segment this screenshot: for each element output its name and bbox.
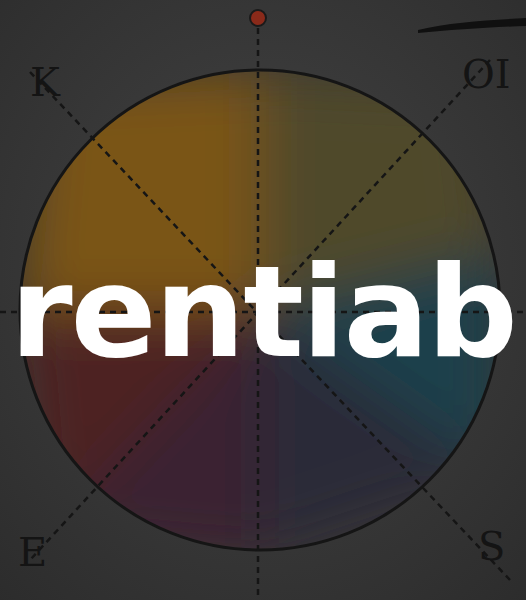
corner-label: OI [462,54,511,94]
corner-label: K [30,62,60,102]
overlay-title: rentiab [10,249,516,376]
corner-label: E [18,532,47,572]
corner-label: S [478,526,505,566]
